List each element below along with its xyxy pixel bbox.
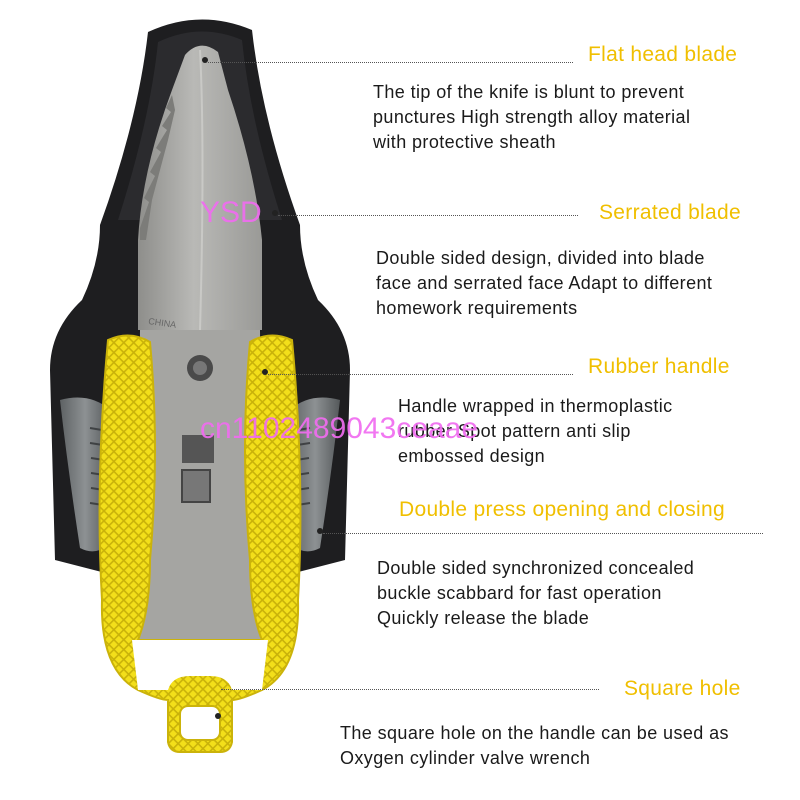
leader-line-5 xyxy=(221,689,599,690)
feature-title-rubber-handle: Rubber handle xyxy=(588,355,730,378)
feature-title-square-hole: Square hole xyxy=(624,677,741,700)
feature-desc-flat-head-blade: The tip of the knife is blunt to prevent… xyxy=(373,80,690,155)
feature-title-double-press: Double press opening and closing xyxy=(399,498,725,521)
leader-line-2 xyxy=(278,215,578,216)
leader-line-4 xyxy=(323,533,763,534)
desc-line: Double sided design, divided into blade xyxy=(376,248,705,268)
feature-desc-serrated-blade: Double sided design, divided into blade … xyxy=(376,246,712,321)
desc-line: punctures High strength alloy material xyxy=(373,107,691,127)
desc-line: rubber Spot pattern anti slip xyxy=(398,421,631,441)
desc-line: Oxygen cylinder valve wrench xyxy=(340,748,591,768)
feature-desc-rubber-handle: Handle wrapped in thermoplastic rubber S… xyxy=(398,394,673,469)
feature-title-serrated-blade: Serrated blade xyxy=(599,201,741,224)
desc-line: homework requirements xyxy=(376,298,578,318)
leader-line-3 xyxy=(268,374,573,375)
leader-line-1 xyxy=(208,62,573,63)
blade: CHINA xyxy=(138,45,262,640)
desc-line: Handle wrapped in thermoplastic xyxy=(398,396,673,416)
feature-title-flat-head-blade: Flat head blade xyxy=(588,43,738,66)
blade-stamp: CHINA xyxy=(148,316,177,330)
desc-line: embossed design xyxy=(398,446,546,466)
watermark-brand: YSD xyxy=(200,196,262,229)
feature-desc-square-hole: The square hole on the handle can be use… xyxy=(340,721,729,771)
rubber-handle xyxy=(98,334,302,753)
desc-line: buckle scabbard for fast operation xyxy=(377,583,662,603)
watermark-store-id: cn1102489043ceaae xyxy=(200,412,479,445)
desc-line: The tip of the knife is blunt to prevent xyxy=(373,82,685,102)
desc-line: with protective sheath xyxy=(373,132,556,152)
feature-desc-double-press: Double sided synchronized concealed buck… xyxy=(377,556,694,631)
desc-line: Double sided synchronized concealed xyxy=(377,558,695,578)
desc-line: face and serrated face Adapt to differen… xyxy=(376,273,713,293)
desc-line: Quickly release the blade xyxy=(377,608,590,628)
desc-line: The square hole on the handle can be use… xyxy=(340,723,729,743)
